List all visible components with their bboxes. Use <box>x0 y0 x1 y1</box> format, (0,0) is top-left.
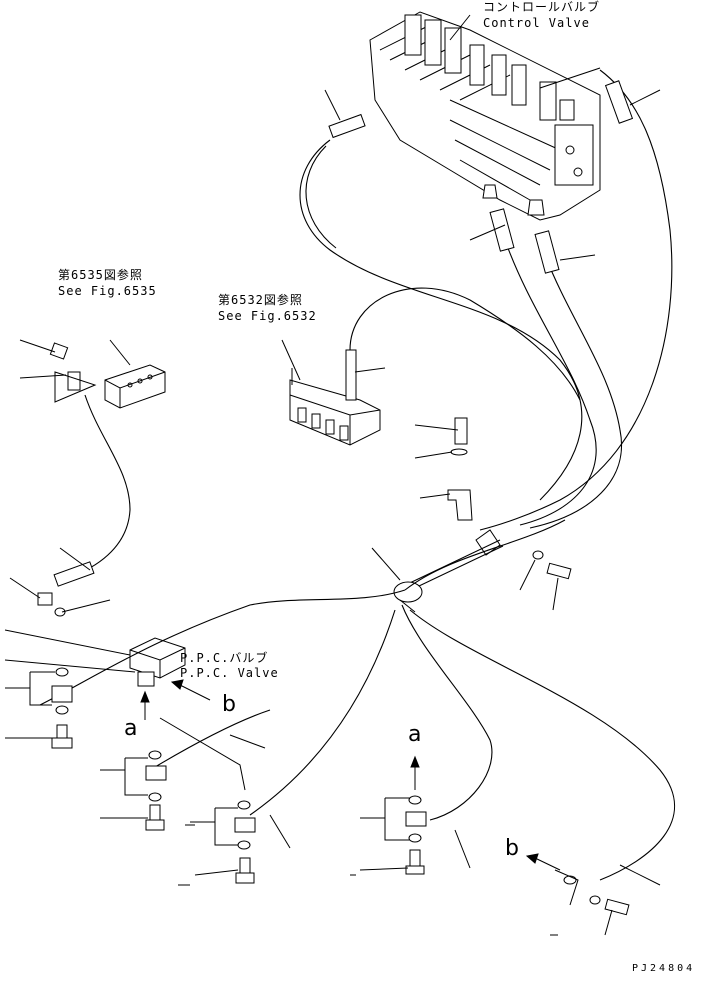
fitting-stack-ppc-a <box>145 750 167 831</box>
marker-a-right: a <box>408 722 422 747</box>
reference-arrows <box>140 368 561 871</box>
ref-6535-label-en: See Fig.6535 <box>58 284 157 298</box>
ref-6532-label-en: See Fig.6532 <box>218 309 317 323</box>
drawing-code: PJ24804 <box>632 963 696 974</box>
leader-lines <box>4 14 661 936</box>
fitting-stack-right <box>563 875 630 916</box>
marker-b-right: b <box>505 836 519 861</box>
manifold-block-6532 <box>289 287 581 446</box>
fitting-stack-center <box>405 795 427 875</box>
marker-a-left: a <box>124 716 138 741</box>
fitting-stack-left <box>51 667 73 749</box>
manifold-block-6535 <box>37 342 166 617</box>
clamp-bracket <box>393 417 572 613</box>
ref-6535-label-jp: 第6535図参照 <box>58 268 143 282</box>
control-valve-label-jp: コントロールバルブ <box>483 0 601 14</box>
ref-6532-label-jp: 第6532図参照 <box>218 293 303 307</box>
marker-b-ppc: b <box>222 692 236 717</box>
ppc-valve <box>129 637 186 687</box>
ppc-valve-label-jp: P.P.C.バルブ <box>180 651 269 665</box>
hose-set <box>299 67 673 531</box>
control-valve-label-en: Control Valve <box>483 16 590 30</box>
control-valve <box>369 11 601 221</box>
ppc-valve-label-en: P.P.C. Valve <box>180 666 279 680</box>
ppc-hoses <box>39 519 675 881</box>
fitting-stack-mid <box>234 800 256 884</box>
